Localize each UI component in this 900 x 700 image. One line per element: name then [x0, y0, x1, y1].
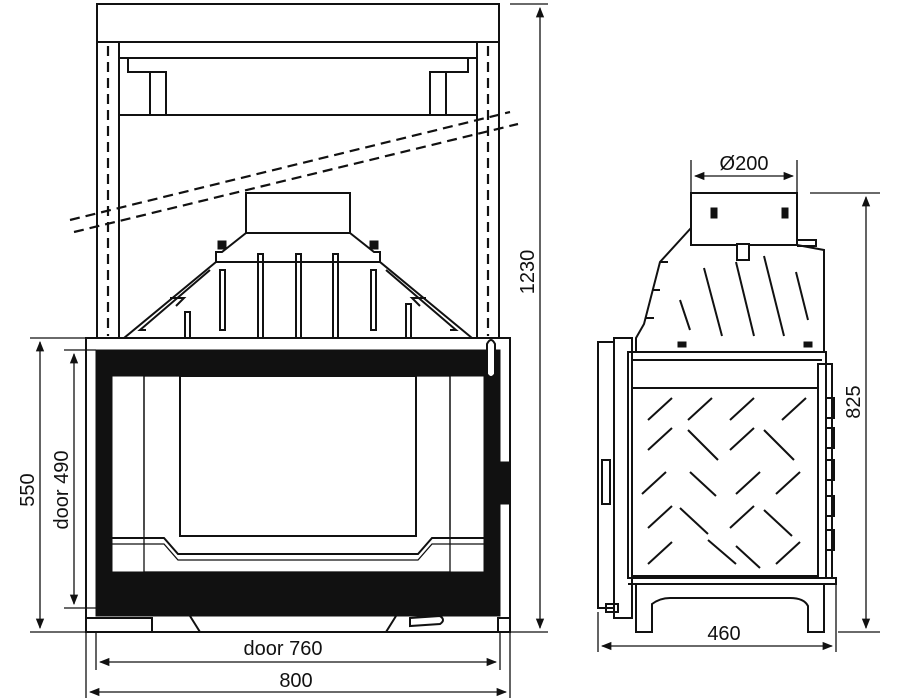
hood-ribs: [184, 253, 412, 339]
collar-tab: [736, 243, 750, 261]
label-body-height: 550: [17, 473, 39, 506]
side-hood-ribs: [677, 255, 813, 348]
door-hinge: [605, 603, 619, 613]
label-side-height: 825: [843, 385, 865, 418]
door-glass: [112, 375, 484, 573]
top-latch: [486, 339, 496, 378]
label-total-width: 800: [279, 670, 312, 692]
frame-columns: [96, 41, 500, 339]
label-door-height: door 490: [51, 451, 73, 530]
label-depth: 460: [707, 623, 740, 645]
label-flue-diameter: Ø200: [720, 153, 769, 175]
hood-slope: [123, 261, 473, 339]
side-hood: [635, 227, 825, 353]
dim-flue-diameter: [690, 160, 798, 193]
door-frame-profile: [613, 337, 633, 619]
flue-collar: [245, 192, 351, 234]
dim-total-width: [85, 632, 511, 698]
dim-door-width: [95, 632, 501, 670]
side-legs: [635, 584, 825, 633]
label-door-width: door 760: [244, 638, 323, 660]
side-handle-profile: [601, 459, 611, 505]
collar-slot-left: [710, 207, 718, 219]
herringbone-pattern: [641, 397, 807, 569]
hood-fins: [137, 269, 459, 331]
hood-top: [215, 232, 381, 263]
door-frame: [95, 349, 501, 617]
side-hood-steps: [646, 261, 668, 319]
base-feet: [86, 617, 510, 632]
dim-depth: [597, 584, 837, 652]
hood-bolt-right: [369, 240, 379, 250]
collar-slot-right: [781, 207, 789, 219]
ashpan-handle: [409, 614, 444, 628]
ceiling-dashed-lines: [69, 110, 519, 234]
hood-bolt-left: [217, 240, 227, 250]
dim-total-height: [510, 3, 548, 633]
side-view: Ø200 825 460: [597, 153, 880, 652]
label-total-height: 1230: [517, 250, 539, 295]
dim-body-height: [30, 337, 86, 633]
ashpan-front: [189, 615, 397, 633]
hood-fin-notches: [170, 297, 426, 307]
top-cap: [96, 3, 500, 43]
front-view: 1230 550 door 490 door 760 800: [17, 3, 548, 698]
upper-bracket: [119, 57, 477, 116]
side-base-plate: [628, 577, 837, 585]
dim-door-height: [64, 349, 96, 609]
dim-side-height: [810, 192, 880, 633]
firebox-body: [85, 337, 511, 633]
side-flue-collar: [690, 192, 798, 246]
side-handle: [500, 461, 510, 505]
